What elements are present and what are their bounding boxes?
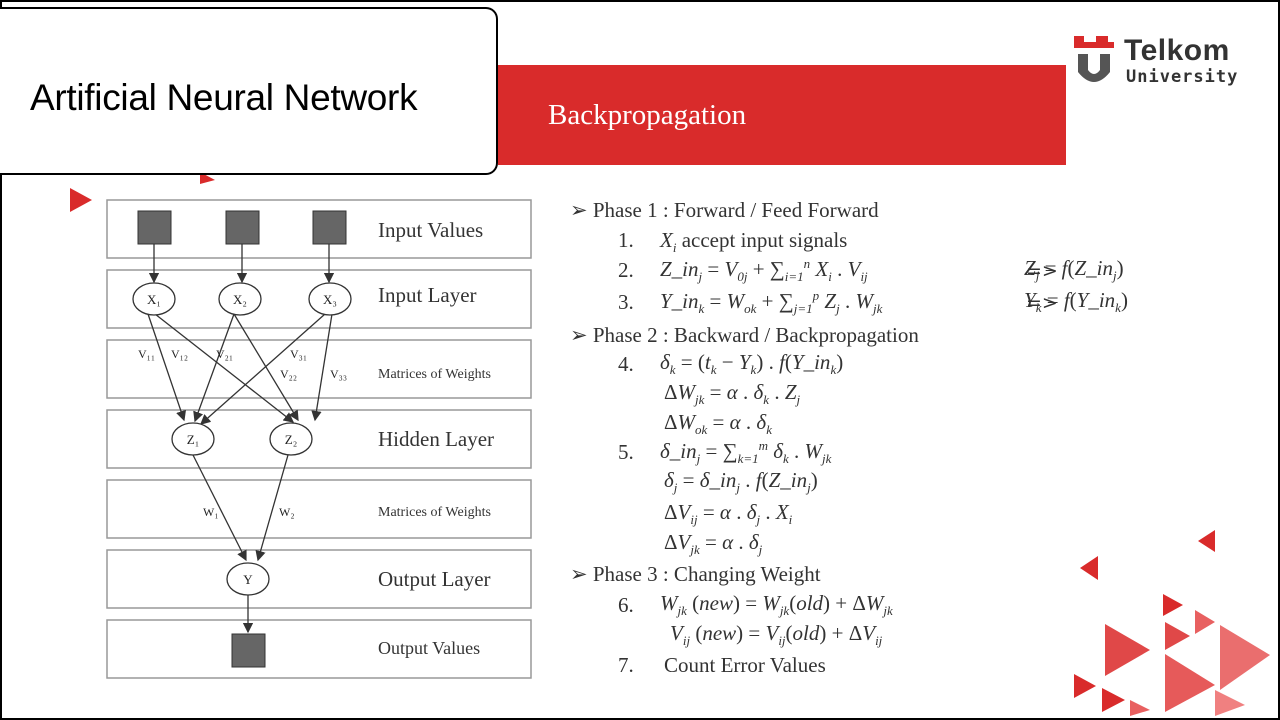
formula-delta-wjk: ΔWjk = α . δk . Zj <box>664 380 801 408</box>
weight-v11: V₁₁ <box>138 347 155 361</box>
weight-w2: W₂ <box>279 505 295 519</box>
step-number: 6. <box>618 593 634 617</box>
logo-name: Telkom <box>1124 34 1230 67</box>
weight-v31: V₃₁ <box>290 347 307 361</box>
formula-y-in: Y_ink = Wok + ∑j=1p Zj . Wjk <box>660 288 883 317</box>
row-label-weights-2: Matrices of Weights <box>378 505 491 520</box>
row-box <box>106 479 532 539</box>
row-box <box>106 339 532 399</box>
step-number: 3. <box>618 290 634 314</box>
step-number: 4. <box>618 352 634 376</box>
formula-delta-vjk: ΔVjk = α . δj <box>664 530 763 558</box>
weight-v22: V₂₂ <box>280 367 297 381</box>
implies-arrow: => <box>1026 260 1058 282</box>
step-7-text: Count Error Values <box>664 653 826 677</box>
step-number: 5. <box>618 440 634 464</box>
weight-v12: V₁₂ <box>171 347 188 361</box>
formula-delta-j: δj = δ_inj . f(Z_inj) <box>664 468 818 496</box>
banner-title: Backpropagation <box>548 99 747 131</box>
formula-z-in: Z_inj = V0j + ∑i=1n Xi . Vij <box>660 256 868 285</box>
formula-update-wjk: Wjk (new) = Wjk(old) + ΔWjk <box>660 591 893 619</box>
phase-1-heading: ➢ Phase 1 : Forward / Feed Forward <box>570 198 879 222</box>
step-number: 7. <box>618 653 634 677</box>
formula-z-act: Zj = f(Z_inj) <box>1024 256 1124 284</box>
node-x2: X₂ <box>233 292 247 307</box>
formula-update-vij: Vij (new) = Vij(old) + ΔVij <box>670 621 883 649</box>
phase-3-heading: ➢ Phase 3 : Changing Weight <box>570 562 821 586</box>
weight-v33: V₃₃ <box>330 367 347 381</box>
row-label-hidden-layer: Hidden Layer <box>378 427 494 451</box>
weight-v21: V₂₁ <box>216 347 233 361</box>
node-x3: X₃ <box>323 292 337 307</box>
title-box: Artificial Neural Network <box>0 7 498 175</box>
row-label-input-layer: Input Layer <box>378 283 477 307</box>
telkom-logo-icon <box>1074 36 1114 82</box>
input-value-square <box>225 210 260 245</box>
row-box <box>106 619 532 679</box>
phase-2-heading: ➢ Phase 2 : Backward / Backpropagation <box>570 323 919 347</box>
formula-delta-in: δ_inj = ∑k=1m δk . Wjk <box>660 438 832 467</box>
row-label-input-values: Input Values <box>378 218 483 242</box>
formula-delta-k: δk = (tk − Yk) . f(Y_ink) <box>660 350 844 378</box>
input-value-square <box>137 210 172 245</box>
formula-delta-vij: ΔVij = α . δj . Xi <box>664 500 793 528</box>
step-number: 2. <box>618 258 634 282</box>
node-z2: Z₂ <box>285 432 297 447</box>
step-1-text: accept input signals <box>681 228 848 252</box>
step-1: Xi accept input signals <box>660 228 848 256</box>
phase-1-text: Phase 1 : Forward / Feed Forward <box>592 198 879 222</box>
formula-y-act: Yk = f(Y_ink) <box>1024 288 1128 316</box>
node-x1: X₁ <box>147 292 161 307</box>
phase-2-text: Phase 2 : Backward / Backpropagation <box>592 323 919 347</box>
section-banner: Backpropagation <box>498 65 1066 165</box>
step-number: 1. <box>618 228 634 252</box>
row-box <box>106 549 532 609</box>
row-label-output-values: Output Values <box>378 638 480 658</box>
implies-arrow: => <box>1026 292 1058 314</box>
phase-3-text: Phase 3 : Changing Weight <box>592 562 821 586</box>
node-y: Y <box>243 572 253 587</box>
output-value-square <box>231 633 266 668</box>
logo-subtitle: University <box>1126 67 1239 87</box>
node-z1: Z₁ <box>187 432 199 447</box>
row-label-output-layer: Output Layer <box>378 567 491 591</box>
slide-title: Artificial Neural Network <box>30 77 418 118</box>
weight-w1: W₁ <box>203 505 219 519</box>
row-label-weights-1: Matrices of Weights <box>378 367 491 382</box>
input-value-square <box>312 210 347 245</box>
telkom-logo: Telkom University <box>1074 32 1254 92</box>
formula-delta-wok: ΔWok = α . δk <box>664 410 772 438</box>
